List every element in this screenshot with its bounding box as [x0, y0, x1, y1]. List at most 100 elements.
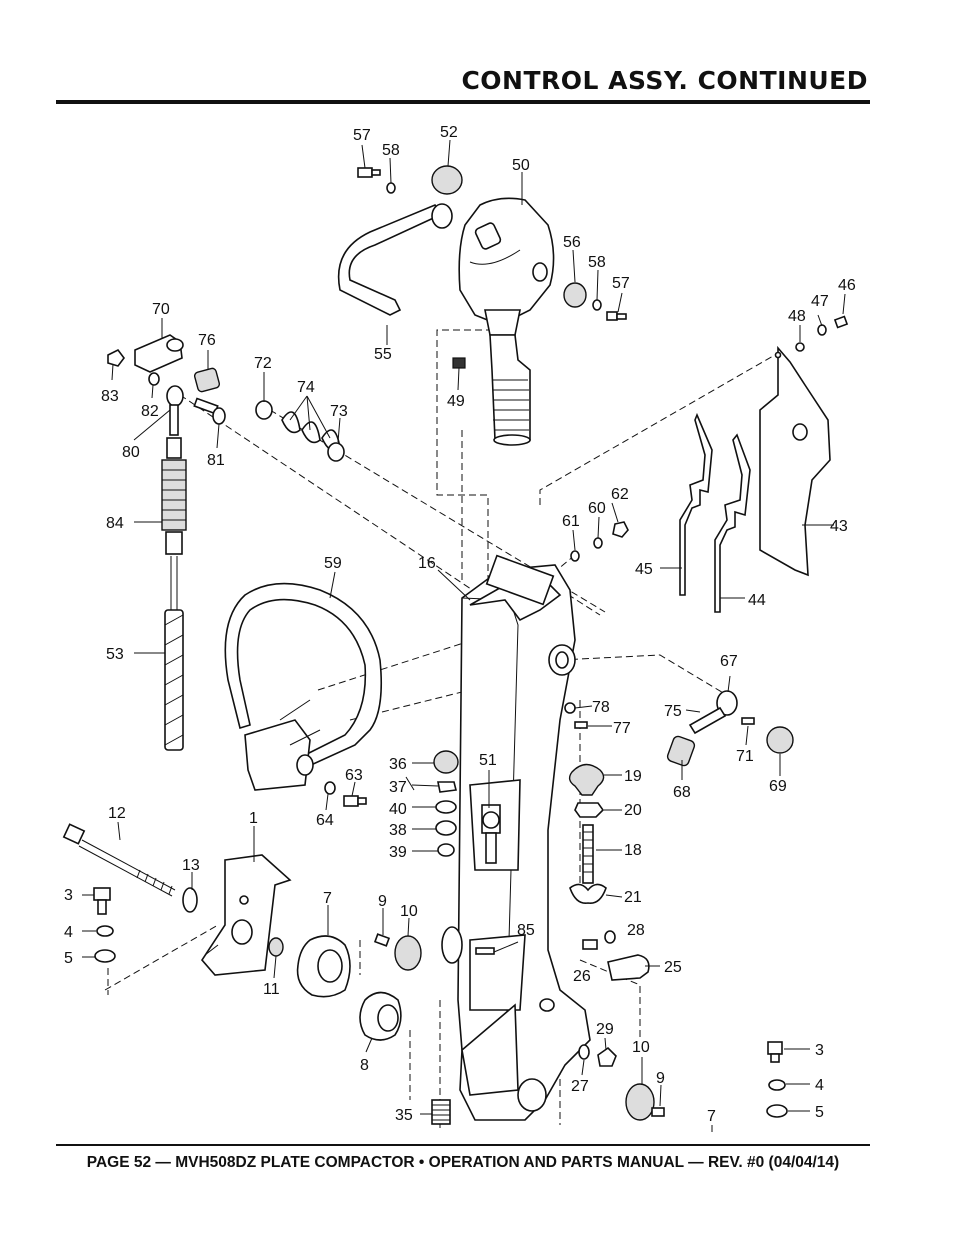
- callout-58: 58: [588, 254, 606, 271]
- spring-plate-45: [679, 412, 713, 596]
- callout-43: 43: [830, 518, 848, 535]
- callout-47: 47: [811, 293, 829, 310]
- callout-3: 3: [64, 887, 73, 904]
- callout-21: 21: [624, 889, 642, 906]
- screw-46: [833, 315, 849, 329]
- bushing-56: [563, 282, 587, 308]
- callout-59: 59: [324, 555, 342, 572]
- cable-sleeve-53: [164, 609, 184, 751]
- handle-grip-55: [337, 203, 453, 316]
- bracket-1: [200, 854, 292, 976]
- callout-5: 5: [64, 950, 73, 967]
- linkage-bracket-70: [134, 334, 184, 373]
- callout-50: 50: [512, 157, 530, 174]
- washer-11: [268, 937, 284, 957]
- callout-71: 71: [736, 748, 754, 765]
- knob-68: [666, 735, 696, 767]
- callout-12: 12: [108, 805, 126, 822]
- screw-85: [475, 947, 495, 955]
- callout-39: 39: [389, 844, 407, 861]
- callout-8: 8: [360, 1057, 369, 1074]
- callout-62: 62: [611, 486, 629, 503]
- washer-40: [435, 800, 457, 814]
- callout-51: 51: [479, 752, 497, 769]
- callout-63: 63: [345, 767, 363, 784]
- callout-7: 7: [323, 890, 332, 907]
- washer-28: [604, 930, 616, 944]
- washer-13: [182, 887, 198, 913]
- washer-58-right: [592, 299, 602, 311]
- bolt-81: [193, 397, 226, 425]
- callout-44: 44: [748, 592, 766, 609]
- assembly-lines: [104, 329, 781, 1130]
- washer-48: [795, 342, 805, 352]
- washer-72: [255, 400, 273, 420]
- callout-81: 81: [207, 452, 225, 469]
- pin-9-left: [373, 933, 391, 947]
- callout-76: 76: [198, 332, 216, 349]
- callout-16: 16: [418, 555, 436, 572]
- callout-4: 4: [64, 924, 73, 941]
- callout-52: 52: [440, 124, 458, 141]
- callout-4: 4: [815, 1077, 824, 1094]
- washer-5-right: [766, 1104, 788, 1118]
- callout-48: 48: [788, 308, 806, 325]
- callout-67: 67: [720, 653, 738, 670]
- washer-58-top: [386, 182, 396, 194]
- stud-18: [582, 824, 594, 884]
- washer-60: [593, 537, 603, 549]
- callout-45: 45: [635, 561, 653, 578]
- lever-67: [688, 690, 738, 735]
- callout-69: 69: [769, 778, 787, 795]
- callout-9: 9: [378, 893, 387, 910]
- callout-46: 46: [838, 277, 856, 294]
- clamp-51: [481, 804, 501, 864]
- callout-77: 77: [613, 720, 631, 737]
- callout-27: 27: [571, 1078, 589, 1095]
- callout-75: 75: [664, 703, 682, 720]
- lockwasher-4-left: [96, 925, 114, 937]
- lockwasher-4-right: [768, 1079, 786, 1091]
- callout-78: 78: [592, 699, 610, 716]
- callout-73: 73: [330, 403, 348, 420]
- cam-7-left: [296, 935, 351, 998]
- spring-plate-44: [714, 433, 751, 613]
- callout-58: 58: [382, 142, 400, 159]
- callout-55: 55: [374, 346, 392, 363]
- pin-9-lower: [651, 1107, 665, 1117]
- callout-68: 68: [673, 784, 691, 801]
- bolt-77: [574, 721, 588, 729]
- callout-25: 25: [664, 959, 682, 976]
- callout-61: 61: [562, 513, 580, 530]
- callout-19: 19: [624, 768, 642, 785]
- nut-37: [437, 781, 457, 793]
- callout-60: 60: [588, 500, 606, 517]
- callout-10: 10: [632, 1039, 650, 1056]
- callout-83: 83: [101, 388, 119, 405]
- callout-36: 36: [389, 756, 407, 773]
- nut-78: [564, 702, 576, 714]
- callout-40: 40: [389, 801, 407, 818]
- wing-nut-21: [569, 883, 607, 905]
- screw-71: [741, 717, 755, 725]
- washer-82: [148, 372, 160, 386]
- callout-26: 26: [573, 968, 591, 985]
- callout-10: 10: [400, 903, 418, 920]
- header-rule: [56, 100, 870, 104]
- callout-18: 18: [624, 842, 642, 859]
- callout-57: 57: [612, 275, 630, 292]
- bolt-57-top: [357, 167, 381, 178]
- callout-5: 5: [815, 1104, 824, 1121]
- clamp-25: [607, 954, 650, 981]
- bolt-57-right: [606, 311, 627, 321]
- callout-13: 13: [182, 857, 200, 874]
- washer-39: [437, 843, 455, 857]
- bolt-3-left: [93, 887, 111, 915]
- callout-70: 70: [152, 301, 170, 318]
- callout-49: 49: [447, 393, 465, 410]
- callout-9: 9: [656, 1070, 665, 1087]
- washer-64: [324, 781, 336, 795]
- callout-53: 53: [106, 646, 124, 663]
- main-frame-16: [441, 554, 591, 1121]
